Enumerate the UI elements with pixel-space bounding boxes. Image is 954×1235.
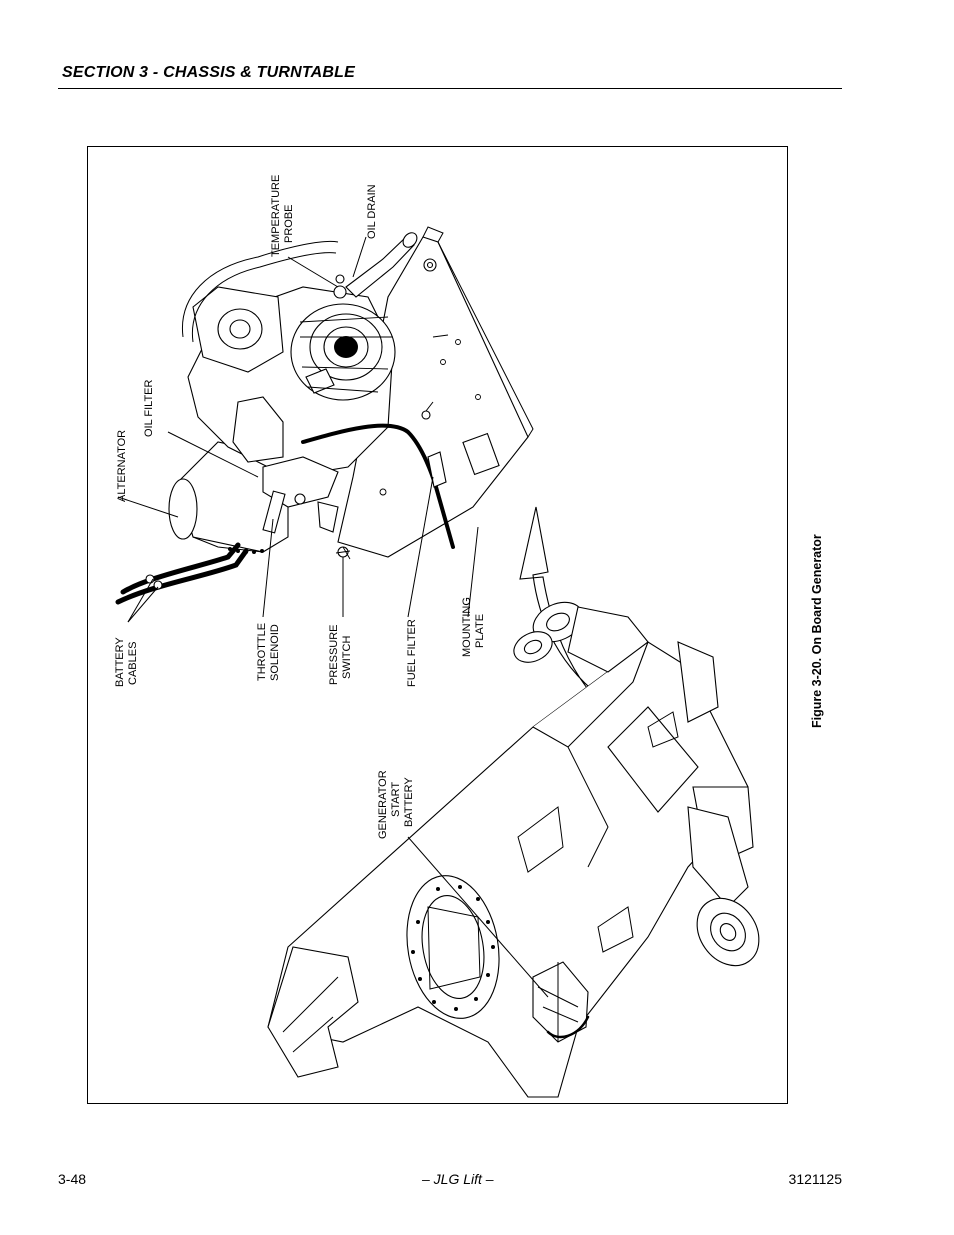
section-header: SECTION 3 - CHASSIS & TURNTABLE <box>62 64 356 81</box>
chassis-drawing <box>267 601 760 1098</box>
header-rule <box>58 88 842 89</box>
label-mounting-plate-1: MOUNTING <box>461 597 473 657</box>
label-alternator: ALTERNATOR <box>116 430 128 502</box>
figure-caption: Figure 3-20. On Board Generator <box>810 534 824 728</box>
figure-frame: TEMPERATURE PROBE OIL DRAIN OIL FILTER A… <box>87 146 788 1104</box>
label-pressure-switch-2: SWITCH <box>341 636 353 679</box>
page-number: 3-48 <box>58 1171 87 1187</box>
label-throttle-solenoid-2: SOLENOID <box>269 624 281 681</box>
doc-number: 3121125 <box>788 1171 842 1187</box>
label-oil-drain: OIL DRAIN <box>366 184 378 239</box>
leader-lines <box>117 236 549 998</box>
label-mounting-plate-2: PLATE <box>474 614 486 648</box>
generator-engine-drawing <box>115 232 455 605</box>
label-generator-start-battery-2: START <box>390 782 402 817</box>
label-generator-start-battery-3: BATTERY <box>403 777 415 827</box>
label-temperature-probe-2: PROBE <box>283 204 295 243</box>
label-generator-start-battery-1: GENERATOR <box>377 770 389 839</box>
footer-center-text: – JLG Lift – <box>422 1171 494 1187</box>
label-oil-filter: OIL FILTER <box>143 379 155 437</box>
callout-labels: TEMPERATURE PROBE OIL DRAIN OIL FILTER A… <box>114 175 486 839</box>
label-throttle-solenoid-1: THROTTLE <box>256 623 268 681</box>
label-fuel-filter: FUEL FILTER <box>406 619 418 687</box>
label-temperature-probe-1: TEMPERATURE <box>270 175 282 257</box>
generator-illustration: TEMPERATURE PROBE OIL DRAIN OIL FILTER A… <box>114 175 760 1098</box>
label-pressure-switch-1: PRESSURE <box>328 624 340 685</box>
label-battery-cables-1: BATTERY <box>114 637 126 687</box>
label-battery-cables-2: CABLES <box>127 642 139 685</box>
